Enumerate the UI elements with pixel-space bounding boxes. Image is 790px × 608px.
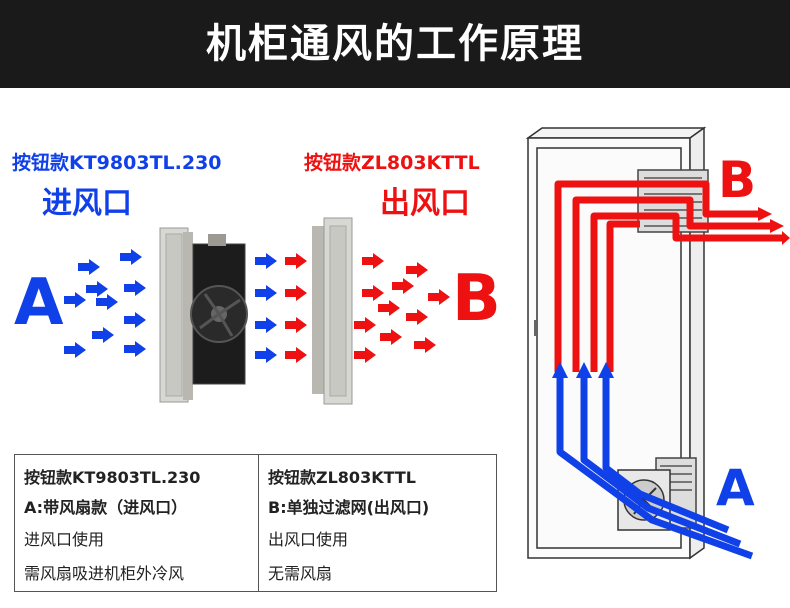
outflow-arrow-icon	[354, 317, 376, 333]
info-right-model: 按钮款ZL803KTTL	[268, 468, 416, 487]
inflow-arrow-icon	[96, 294, 118, 310]
info-table-divider	[258, 454, 259, 592]
cabinet-point-b-label: B	[718, 151, 757, 209]
outflow-arrow-icon	[380, 329, 402, 345]
outlet-label: 出风口	[380, 186, 470, 221]
inlet-label: 进风口	[42, 186, 132, 221]
transfer-arrow-icon	[285, 347, 307, 363]
cabinet-inflow-heads	[552, 362, 614, 378]
outflow-arrow-icon	[406, 309, 428, 325]
inflow-arrow-icon	[120, 249, 142, 265]
transfer-arrow-icon	[285, 285, 307, 301]
outflow-arrow-icon	[428, 289, 450, 305]
info-right-line1: 出风口使用	[268, 530, 349, 549]
point-b-label: B	[452, 262, 501, 336]
info-left-line1: 进风口使用	[24, 530, 105, 549]
inflow-arrow-icon	[92, 327, 114, 343]
inflow-arrows	[64, 249, 146, 358]
cabinet-outflow-heads	[758, 207, 790, 245]
transfer-arrow-icon	[255, 317, 277, 333]
outflow-arrow-icon	[354, 347, 376, 363]
transfer-arrow-icon	[255, 347, 277, 363]
transfer-arrow-icon	[255, 253, 277, 269]
transfer-arrow-icon	[285, 317, 307, 333]
inflow-arrow-icon	[64, 292, 86, 308]
outflow-arrows	[354, 253, 450, 363]
inflow-arrow-icon	[124, 280, 146, 296]
outflow-arrow-icon	[392, 278, 414, 294]
page-title: 机柜通风的工作原理	[206, 21, 584, 67]
info-left-model: 按钮款KT9803TL.230	[24, 468, 201, 487]
inflow-arrow-icon	[86, 281, 108, 297]
outflow-arrow-icon	[362, 285, 384, 301]
outflow-arrow-icon	[406, 262, 428, 278]
outlet-model-label: 按钮款ZL803KTTL	[304, 152, 480, 174]
cabinet-outflow	[554, 180, 784, 372]
inflow-arrow-icon	[124, 312, 146, 328]
point-a-label: A	[14, 266, 64, 340]
outflow-arrow-icon	[378, 300, 400, 316]
outflow-arrow-icon	[414, 337, 436, 353]
inflow-arrow-icon	[78, 259, 100, 275]
cabinet-inflow	[556, 376, 754, 560]
transfer-arrow-icon	[255, 285, 277, 301]
info-right-line2: 无需风扇	[268, 564, 333, 583]
inflow-arrow-icon	[124, 341, 146, 357]
cabinet-point-a-label: A	[716, 459, 755, 517]
transfer-arrows-blue	[255, 253, 277, 363]
title-bar	[0, 0, 790, 88]
info-left-heading: A:带风扇款（进风口）	[24, 498, 188, 517]
outflow-arrow-icon	[362, 253, 384, 269]
info-table	[14, 454, 497, 592]
info-left-line2: 需风扇吸进机柜外冷风	[24, 564, 185, 583]
info-right-heading: B:单独过滤网(出风口)	[268, 498, 430, 517]
transfer-arrows-red	[285, 253, 307, 363]
filter-unit	[312, 217, 353, 405]
inflow-arrow-icon	[64, 342, 86, 358]
fan-filter-unit	[159, 227, 248, 403]
transfer-arrow-icon	[285, 253, 307, 269]
inlet-model-label: 按钮款KT9803TL.230	[12, 152, 222, 174]
